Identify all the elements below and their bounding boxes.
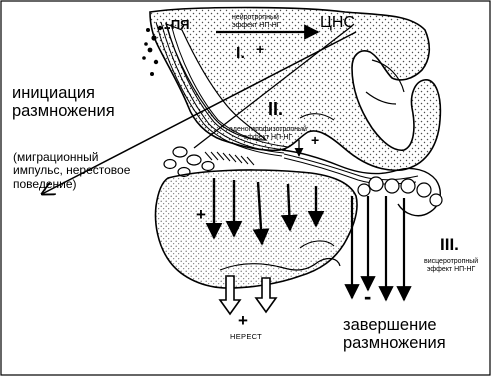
viscero-line-1: висцеротропный [424, 258, 478, 266]
spawning-label: НЕРЕСТ [230, 333, 262, 341]
completion-line-2: размножения [343, 334, 446, 352]
viscero-line-2: эффект НП-НГ [424, 266, 478, 274]
lobules [358, 177, 442, 206]
top-left-label: ...ПЯ [160, 18, 190, 31]
adeno-line-1: аденогипофизотропный [229, 126, 307, 134]
cns-label: ЦНС [320, 15, 355, 31]
level-2-label: II. [268, 100, 283, 118]
migration-line-2: импульс, нерестовое [13, 164, 130, 177]
level-1-label: I. [236, 46, 245, 62]
neurotropic-caption: нейротропный эффект НП-НГ [232, 14, 281, 30]
initiation-line-2: размножения [12, 102, 115, 120]
minus-sign: - [364, 286, 371, 308]
migration-line-3: поведение) [13, 178, 130, 191]
initiation-line-1: инициация [12, 84, 115, 102]
adeno-line-2: эффект НП-НГ [229, 134, 307, 142]
neurotropic-line-1: нейротропный [232, 14, 281, 22]
completion-caption: завершение размножения [343, 316, 446, 353]
spawning-plus: + [238, 312, 248, 329]
migration-line-1: (миграционный [13, 151, 130, 164]
adeno-caption: аденогипофизотропный эффект НП-НГ [229, 126, 307, 142]
viscero-caption: висцеротропный эффект НП-НГ [424, 258, 478, 274]
gonad-mass [156, 170, 358, 288]
migration-caption: (миграционный импульс, нерестовое поведе… [13, 151, 130, 191]
plus-left: + [196, 206, 206, 223]
viscerotropic-arrows [352, 196, 404, 300]
completion-line-1: завершение [343, 316, 446, 334]
level-1-sign: + [256, 42, 264, 56]
neurotropic-line-2: эффект НП-НГ [232, 22, 281, 30]
level-2-sign: + [311, 133, 319, 147]
level-3-label: III. [440, 236, 459, 253]
gonad-region [156, 170, 358, 288]
initiation-caption: инициация размножения [12, 84, 115, 121]
